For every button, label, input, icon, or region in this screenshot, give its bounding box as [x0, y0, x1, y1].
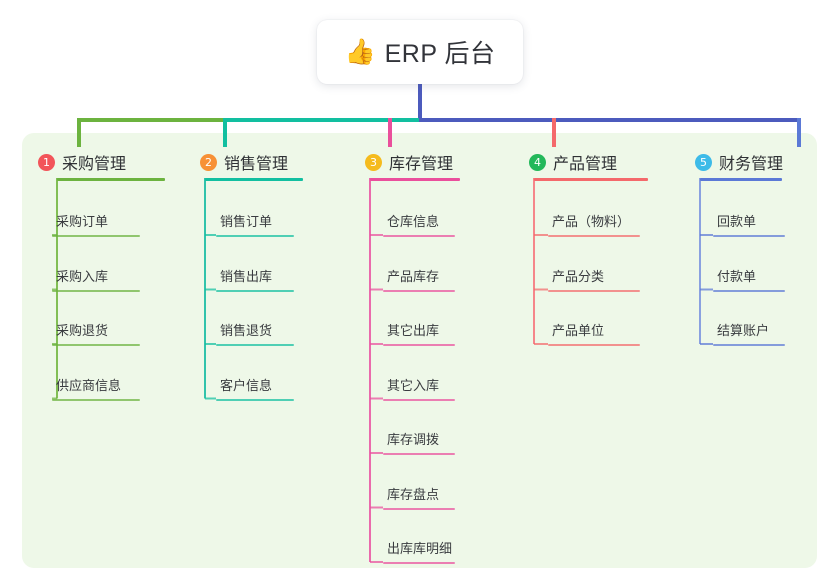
leaf-rule: [548, 289, 640, 292]
leaf-item[interactable]: 仓库信息: [383, 211, 455, 237]
leaf-item[interactable]: 出库库明细: [383, 538, 456, 564]
leaf-label: 销售订单: [220, 214, 273, 229]
leaf-label: 销售退货: [220, 323, 273, 338]
leaf-item[interactable]: 回款单: [713, 211, 785, 237]
leaf-item[interactable]: 销售退货: [216, 320, 294, 346]
column-header-4[interactable]: 4 产品管理: [529, 150, 617, 174]
leaf-rule: [216, 344, 294, 346]
leaf-label: 采购入库: [56, 268, 109, 284]
column-title-4: 产品管理: [553, 156, 618, 173]
leaf-item[interactable]: 供应商信息: [52, 375, 140, 401]
leaf-rule: [52, 235, 140, 237]
thumbs-up-icon: 👍: [344, 37, 376, 66]
leaf-item[interactable]: 销售出库: [216, 266, 294, 292]
leaf-label: 其它出库: [387, 323, 440, 338]
root-node[interactable]: 👍 ERP 后台: [317, 20, 523, 84]
leaf-item[interactable]: 结算账户: [713, 320, 785, 346]
leaf-label: 产品（物料）: [552, 214, 631, 229]
leaf-rule: [713, 289, 785, 292]
leaf-rule: [52, 344, 140, 346]
leaf-item[interactable]: 采购订单: [52, 211, 140, 237]
leaf-rule: [383, 507, 455, 510]
column-title-5: 财务管理: [719, 156, 784, 173]
leaf-rule: [713, 235, 785, 237]
column-rule-4: [534, 178, 648, 181]
leaf-rule: [383, 562, 455, 564]
column-title-1: 采购管理: [62, 156, 127, 173]
leaf-label: 采购退货: [56, 323, 109, 338]
leaf-label: 结算账户: [717, 323, 770, 338]
column-rule-2: [205, 178, 303, 181]
leaf-label: 仓库信息: [387, 214, 440, 229]
column-header-2[interactable]: 2 销售管理: [200, 150, 288, 174]
leaf-label: 产品单位: [552, 323, 605, 338]
leaf-item[interactable]: 产品（物料）: [548, 211, 640, 237]
leaf-label: 库存盘点: [387, 486, 440, 502]
leaf-item[interactable]: 其它出库: [383, 320, 455, 346]
leaf-label: 供应商信息: [56, 377, 122, 393]
root-node-label: ERP 后台: [384, 40, 496, 68]
leaf-item[interactable]: 其它入库: [383, 375, 455, 401]
leaf-item[interactable]: 库存调拨: [383, 429, 455, 455]
column-title-3: 库存管理: [389, 156, 454, 173]
leaf-rule: [548, 344, 640, 346]
leaf-rule: [383, 344, 455, 346]
column-header-5[interactable]: 5 财务管理: [695, 150, 783, 174]
leaf-item[interactable]: 采购入库: [52, 266, 140, 292]
leaf-label: 其它入库: [387, 377, 440, 393]
column-badge-3: 3: [365, 153, 382, 171]
leaf-item[interactable]: 产品分类: [548, 266, 640, 292]
leaf-rule: [216, 289, 294, 292]
leaf-label: 客户信息: [220, 377, 273, 393]
leaf-label: 采购订单: [56, 214, 109, 229]
leaf-rule: [383, 289, 455, 292]
leaf-rule: [383, 235, 455, 237]
diagram-panel: [22, 133, 817, 568]
leaf-item[interactable]: 客户信息: [216, 375, 294, 401]
column-badge-2: 2: [200, 153, 217, 171]
leaf-label: 产品库存: [387, 268, 440, 284]
leaf-item[interactable]: 采购退货: [52, 320, 140, 346]
leaf-label: 销售出库: [220, 268, 273, 284]
column-rule-1: [57, 178, 165, 181]
leaf-item[interactable]: 产品单位: [548, 320, 640, 346]
leaf-item[interactable]: 产品库存: [383, 266, 455, 292]
leaf-rule: [216, 398, 294, 401]
leaf-rule: [383, 398, 455, 401]
leaf-rule: [383, 453, 455, 455]
leaf-rule: [713, 344, 785, 346]
leaf-label: 产品分类: [552, 268, 605, 284]
column-title-2: 销售管理: [224, 156, 289, 173]
column-rule-5: [700, 178, 782, 181]
leaf-label: 出库库明细: [387, 541, 453, 556]
column-badge-5: 5: [695, 153, 712, 171]
leaf-label: 库存调拨: [387, 432, 440, 447]
leaf-item[interactable]: 销售订单: [216, 211, 294, 237]
column-header-1[interactable]: 1 采购管理: [38, 150, 126, 174]
column-header-3[interactable]: 3 库存管理: [365, 150, 453, 174]
column-rule-3: [370, 178, 460, 181]
leaf-rule: [548, 235, 640, 237]
leaf-rule: [216, 235, 294, 237]
leaf-rule: [52, 398, 140, 401]
column-badge-1: 1: [38, 153, 55, 171]
leaf-item[interactable]: 付款单: [713, 266, 785, 292]
leaf-label: 付款单: [717, 268, 757, 284]
leaf-label: 回款单: [717, 214, 757, 229]
column-badge-4: 4: [529, 153, 546, 171]
leaf-rule: [52, 289, 140, 292]
leaf-item[interactable]: 库存盘点: [383, 484, 455, 510]
